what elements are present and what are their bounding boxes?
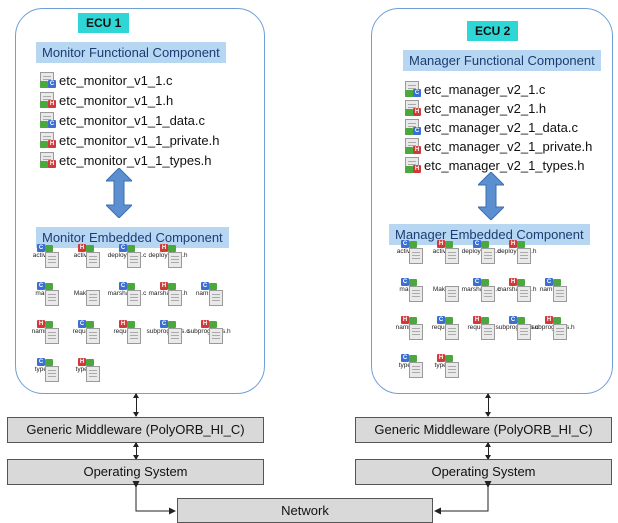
c-file-icon: C [40,112,56,128]
ecu-2-double-arrow [478,172,504,220]
embedded-file-item[interactable]: Hsubprograms.h [184,320,234,344]
embedded-file-name: activity.c [20,252,70,259]
embedded-file-item[interactable]: Crequest.c [420,316,470,340]
embedded-file-item[interactable]: Cnaming.c [528,278,578,302]
embedded-file-name: deployment.c [102,252,152,259]
embedded-file-name: marshallers.h [492,286,542,293]
c-file-icon: C [40,72,56,88]
embedded-file-name: request.h [102,328,152,335]
source-file-name: etc_manager_v2_1_data.c [424,119,578,135]
embedded-file-item[interactable]: Cmarshallers.c [456,278,506,302]
source-file-name: etc_manager_v2_1_types.h [424,157,585,173]
source-file-name: etc_manager_v2_1.c [424,81,546,97]
h-file-icon: H [40,152,56,168]
embedded-file-item[interactable]: Cdeployment.c [102,244,152,268]
embedded-file-item[interactable]: Makefile [420,286,470,302]
ecu-1-double-arrow [106,168,132,218]
embedded-file-item[interactable]: Hdeployment.h [143,244,193,268]
h-file-icon: H [405,157,421,173]
ecu-2-middleware-box: Generic Middleware (PolyORB_HI_C) [355,417,612,443]
source-file-name: etc_monitor_v1_1.h [59,92,174,108]
ecu-2-os-network-link [434,481,492,515]
embedded-file-item[interactable]: Cmain.c [384,278,434,302]
embedded-file-item[interactable]: Cnaming.c [184,282,234,306]
embedded-file-item[interactable]: Cactivity.c [384,240,434,264]
source-file-name: etc_monitor_v1_1_types.h [59,152,212,168]
source-file-name: etc_manager_v2_1_private.h [424,138,593,154]
source-file-name: etc_manager_v2_1.h [424,100,547,116]
embedded-file-item[interactable]: Hrequest.h [102,320,152,344]
embedded-file-item[interactable]: Htypes.h [61,358,111,382]
ecu-1-embedded-label: Monitor Embedded Component [36,227,229,248]
embedded-file-item[interactable]: Makefile [61,290,111,306]
embedded-file-item[interactable]: Crequest.c [61,320,111,344]
h-file-icon: H [40,92,56,108]
ecu-1-tag: ECU 1 [78,13,130,33]
source-file-name: etc_monitor_v1_1_private.h [59,132,220,148]
embedded-file-item[interactable]: Hactivity.h [420,240,470,264]
embedded-file-item[interactable]: Csubprograms.c [492,316,542,340]
ecu-2-os-box: Operating System [355,459,612,485]
embedded-file-item[interactable]: Hnaming.h [384,316,434,340]
ecu-2-to-middleware-arrow [485,393,491,417]
embedded-file-item[interactable]: Ctypes.c [384,354,434,378]
h-file-icon: H [40,132,56,148]
embedded-file-item[interactable]: Cmarshallers.c [102,282,152,306]
ecu-1-middleware-box: Generic Middleware (PolyORB_HI_C) [7,417,264,443]
ecu-1-functional-label: Monitor Functional Component [36,42,226,63]
embedded-file-item[interactable]: Hmarshallers.h [492,278,542,302]
embedded-file-item[interactable]: Cdeployment.c [456,240,506,264]
embedded-file-item[interactable]: Cactivity.c [20,244,70,268]
embedded-file-item[interactable]: Hrequest.h [456,316,506,340]
embedded-file-item[interactable]: Hmarshallers.h [143,282,193,306]
embedded-file-name: activity.c [384,248,434,255]
embedded-file-name: marshallers.h [143,290,193,297]
embedded-file-item[interactable]: Csubprograms.c [143,320,193,344]
ecu-1-os-network-link [132,481,176,515]
ecu-1-to-middleware-arrow [133,393,139,417]
h-file-icon: H [405,138,421,154]
source-file-name: etc_monitor_v1_1.c [59,72,173,88]
embedded-file-item[interactable]: Hdeployment.h [492,240,542,264]
c-file-icon: C [405,119,421,135]
embedded-file-name: subprograms.h [528,324,578,331]
embedded-file-item[interactable]: Ctypes.c [20,358,70,382]
c-file-icon: C [405,81,421,97]
embedded-file-name: request.h [456,324,506,331]
embedded-file-item[interactable]: Htypes.h [420,354,470,378]
embedded-file-item[interactable]: Hsubprograms.h [528,316,578,340]
ecu-1-middleware-to-os-arrow [133,442,139,460]
embedded-file-item[interactable]: Cmain.c [20,282,70,306]
ecu-2-embedded-label: Manager Embedded Component [389,224,590,245]
embedded-file-name: deployment.c [456,248,506,255]
source-file-name: etc_monitor_v1_1_data.c [59,112,205,128]
ecu-2-functional-label: Manager Functional Component [403,50,601,71]
embedded-file-item[interactable]: Hnaming.h [20,320,70,344]
h-file-icon: H [405,100,421,116]
ecu-2-tag: ECU 2 [467,21,519,41]
embedded-file-name: subprograms.h [184,328,234,335]
ecu-2-middleware-to-os-arrow [485,442,491,460]
embedded-file-item[interactable]: Hactivity.h [61,244,111,268]
